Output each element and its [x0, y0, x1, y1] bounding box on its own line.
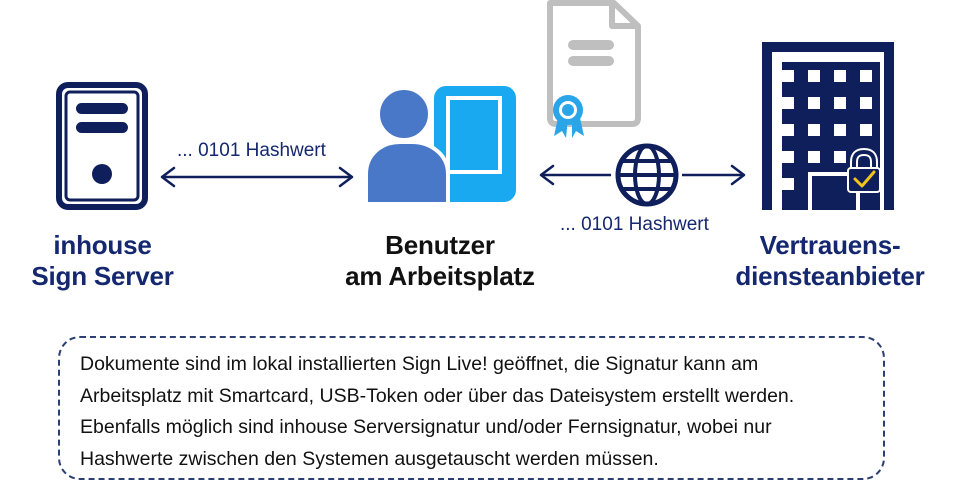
right-hash-label: ... 0101 Hashwert	[560, 214, 709, 235]
note-line: Ebenfalls möglich sind inhouse Serversig…	[80, 416, 772, 438]
left-double-arrow	[160, 166, 354, 188]
signed-document-icon	[547, 0, 641, 138]
left-hash-label: ... 0101 Hashwert	[177, 140, 326, 161]
description-note: Dokumente sind im lokal installierten Si…	[58, 336, 885, 480]
user-caption-line2: am Arbeitsplatz	[345, 261, 535, 291]
note-line: Hashwerte zwischen den Systemen ausgetau…	[80, 447, 659, 470]
user-with-device-icon	[364, 86, 516, 206]
server-icon	[56, 82, 148, 210]
globe-icon	[615, 143, 679, 207]
arrow-to-user	[539, 164, 611, 186]
user-caption-line1: Benutzer	[385, 230, 495, 260]
server-caption-line1: inhouse	[53, 230, 152, 260]
note-line: Dokumente sind im lokal installierten Si…	[80, 353, 759, 375]
provider-caption-line2: diensteanbieter	[735, 261, 925, 291]
provider-caption-line1: Vertrauens-	[759, 230, 901, 260]
provider-caption: Vertrauens- diensteanbieter	[705, 230, 955, 292]
seal-icon	[553, 95, 584, 138]
arrow-to-provider	[682, 164, 746, 186]
lock-icon	[847, 147, 881, 193]
note-line: Arbeitsplatz mit Smartcard, USB-Token od…	[80, 384, 795, 407]
server-caption: inhouse Sign Server	[5, 230, 200, 292]
server-caption-line2: Sign Server	[31, 261, 174, 291]
building-icon	[762, 42, 894, 210]
user-caption: Benutzer am Arbeitsplatz	[315, 230, 565, 292]
